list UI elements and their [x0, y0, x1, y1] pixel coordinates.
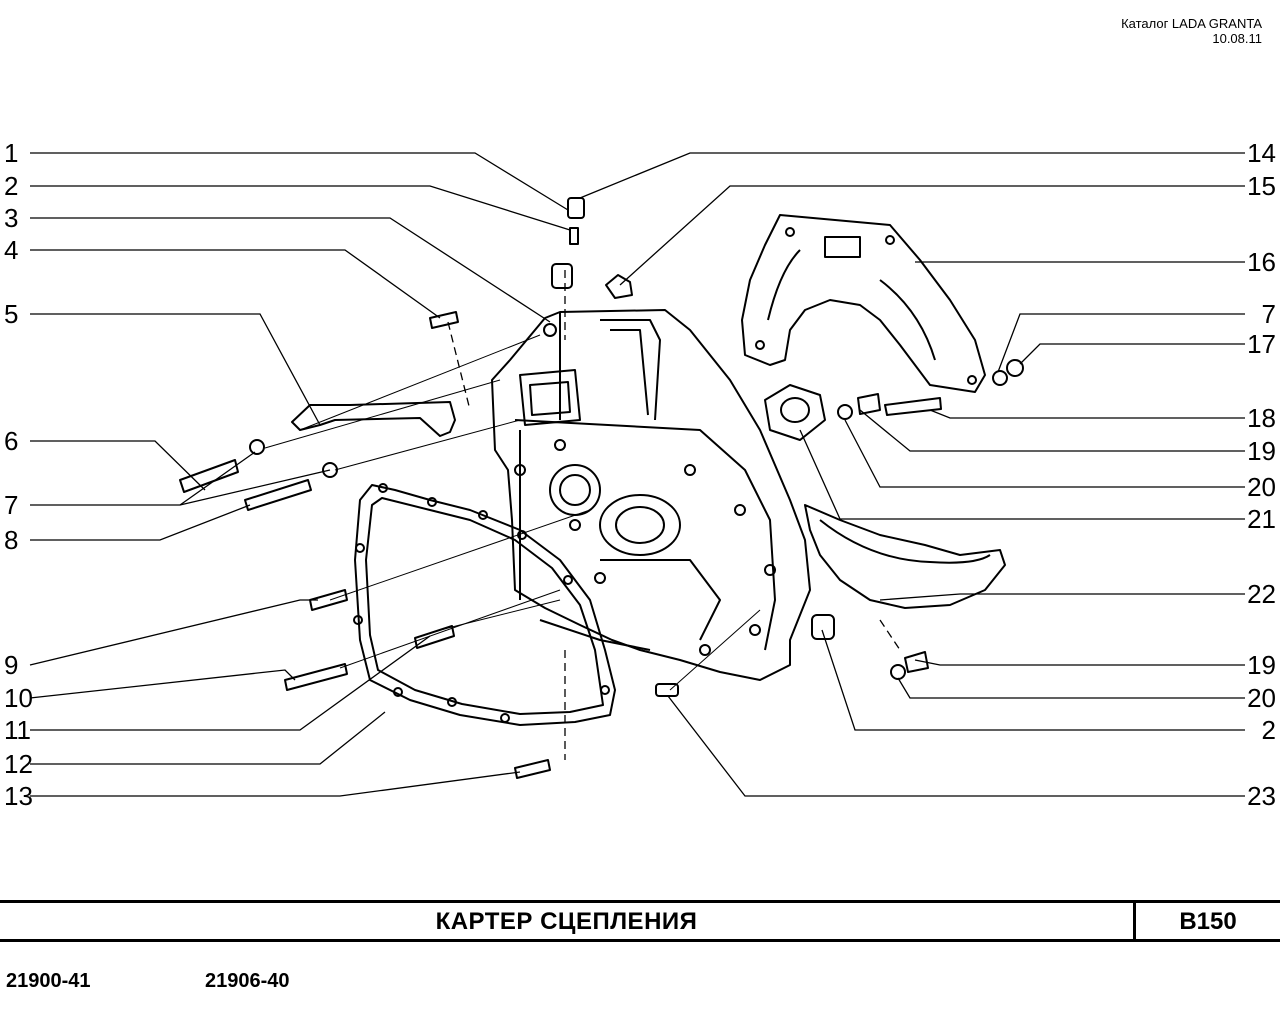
leader-right-6 — [929, 409, 1245, 419]
leader-right-14 — [667, 695, 1245, 797]
clutch-housing-drawing — [179, 197, 1024, 779]
leader-left-2 — [30, 185, 571, 231]
callout-left-3: 3 — [4, 203, 18, 233]
leader-right-1 — [579, 152, 1245, 199]
callout-left-12: 12 — [4, 749, 33, 779]
callout-left-9: 9 — [4, 650, 18, 680]
title-bar: КАРТЕР СЦЕПЛЕНИЯ B150 — [0, 900, 1280, 942]
callout-right-13: 2 — [1262, 715, 1276, 745]
callout-left-8: 8 — [4, 525, 18, 555]
leader-left-6 — [30, 440, 206, 491]
assembly-lines — [264, 334, 761, 691]
title-divider — [1133, 900, 1136, 942]
leader-left-13 — [30, 771, 521, 797]
callout-left-1: 1 — [4, 138, 18, 168]
leader-left-3 — [30, 217, 551, 323]
callout-right-14: 23 — [1247, 781, 1276, 811]
model-number-1: 21900-41 — [6, 970, 91, 992]
callout-left-7: 7 — [4, 490, 18, 520]
callout-right-5: 17 — [1247, 329, 1276, 359]
leader-right-4 — [997, 313, 1245, 373]
leader-left-10 — [29, 669, 296, 699]
leader-right-12 — [897, 677, 1245, 699]
callout-right-7: 19 — [1247, 436, 1276, 466]
section-code: B150 — [1179, 908, 1237, 935]
leader-right-2 — [619, 185, 1245, 286]
callout-right-12: 20 — [1247, 683, 1276, 713]
model-number-2: 21906-40 — [205, 970, 290, 992]
callout-right-6: 18 — [1247, 403, 1276, 433]
leader-right-9 — [799, 429, 1245, 520]
callout-right-3: 16 — [1247, 247, 1276, 277]
callout-right-2: 15 — [1247, 171, 1276, 201]
leader-left-1 — [30, 152, 569, 211]
callout-right-8: 20 — [1247, 472, 1276, 502]
callout-left-13: 13 — [4, 781, 33, 811]
leader-left-11 — [30, 635, 431, 731]
leader-right-5 — [1019, 343, 1245, 365]
leader-right-7 — [859, 409, 1245, 452]
leader-lines — [29, 152, 1245, 797]
leader-left-12 — [30, 711, 386, 765]
callout-left-6: 6 — [4, 426, 18, 456]
callout-right-11: 19 — [1247, 650, 1276, 680]
callout-left-2: 2 — [4, 171, 18, 201]
catalog-date: 10.08.11 — [1212, 31, 1262, 46]
callout-left-10: 10 — [4, 683, 33, 713]
callout-left-5: 5 — [4, 299, 18, 329]
leader-left-9 — [29, 599, 318, 666]
callout-right-4: 7 — [1262, 299, 1276, 329]
leader-left-5 — [30, 313, 321, 426]
callout-left-11: 11 — [4, 715, 31, 745]
leader-right-11 — [914, 659, 1245, 666]
assembly-title: КАРТЕР СЦЕПЛЕНИЯ — [435, 908, 698, 935]
leader-right-8 — [844, 419, 1245, 488]
callout-left-4: 4 — [4, 235, 18, 265]
leader-left-7b — [179, 469, 331, 506]
exploded-parts-diagram: 1234567891011121314151671718192021221920… — [4, 138, 1276, 811]
callout-right-9: 21 — [1247, 504, 1276, 534]
callout-right-10: 22 — [1247, 579, 1276, 609]
callout-right-1: 14 — [1247, 138, 1276, 168]
leader-right-13 — [821, 629, 1245, 731]
dashed-assembly-lines — [447, 270, 901, 760]
leader-left-8 — [30, 504, 251, 541]
leader-left-4 — [30, 249, 441, 319]
catalog-title: Каталог LADA GRANTA — [1121, 16, 1262, 31]
leader-right-10 — [879, 593, 1245, 601]
